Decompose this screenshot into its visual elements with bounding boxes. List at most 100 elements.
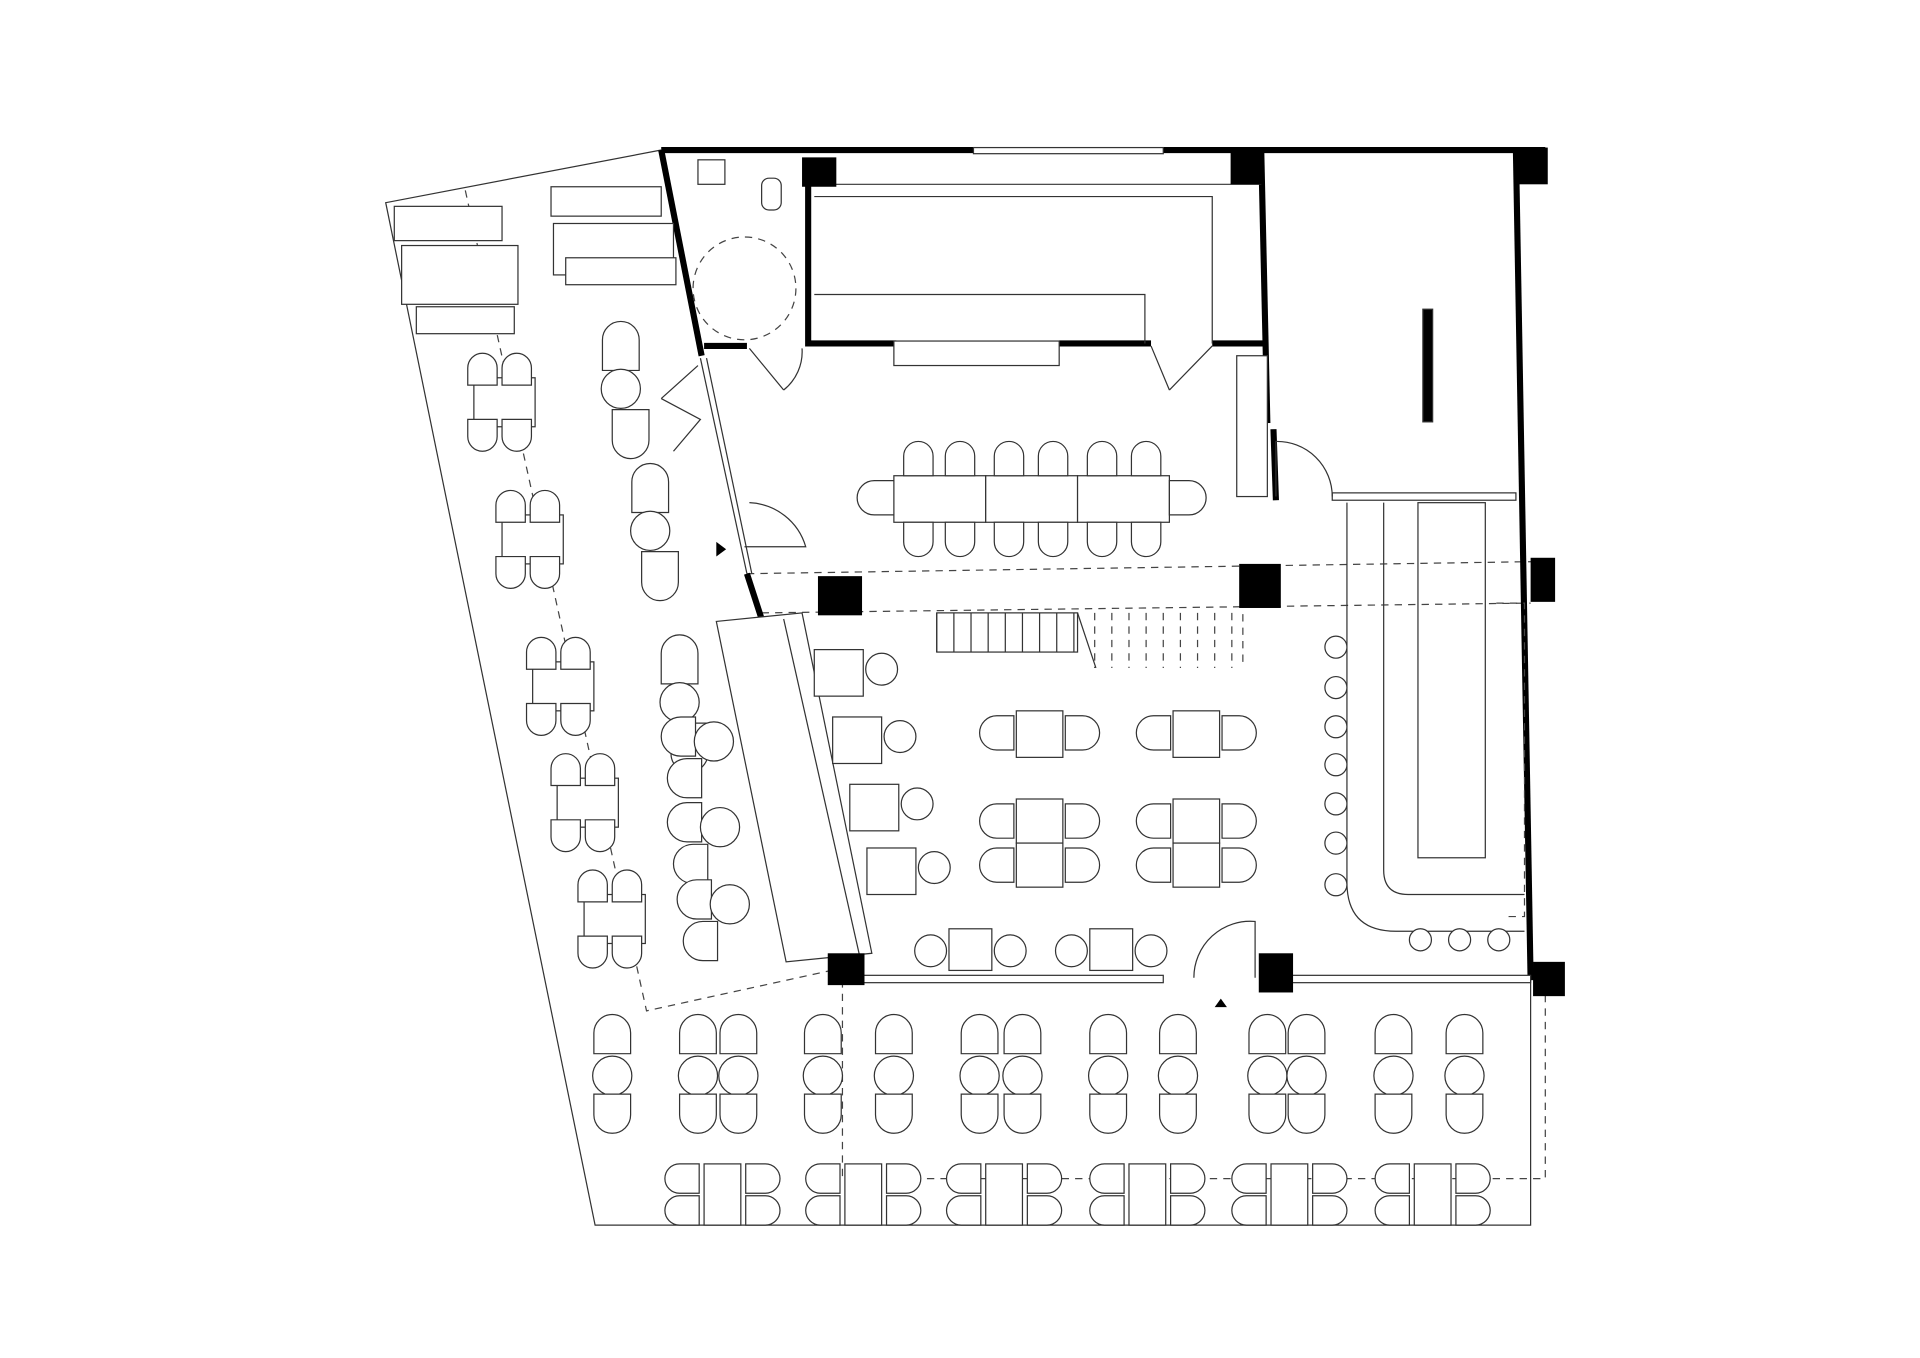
exterior-wall xyxy=(744,572,765,620)
chair xyxy=(978,803,1015,839)
chair xyxy=(1248,1013,1287,1055)
table xyxy=(1015,798,1064,844)
bar-stool xyxy=(1447,928,1472,952)
table xyxy=(1076,475,1171,523)
bar-stool xyxy=(1324,753,1348,777)
door-swing xyxy=(1193,920,1256,978)
sunbed xyxy=(415,306,515,335)
stool xyxy=(873,1055,915,1096)
chair xyxy=(1221,803,1257,839)
stool xyxy=(1157,1055,1199,1096)
glazing xyxy=(699,358,748,574)
chair xyxy=(903,440,934,477)
glazing xyxy=(1291,974,1532,984)
staircase xyxy=(936,612,1233,669)
chair xyxy=(1287,1013,1326,1055)
glazing xyxy=(705,358,753,574)
structural-column xyxy=(1230,152,1262,185)
chair xyxy=(1135,715,1172,751)
stool xyxy=(693,721,735,762)
chair xyxy=(1135,803,1172,839)
table xyxy=(985,1163,1024,1226)
chair xyxy=(1455,1163,1491,1194)
chair xyxy=(467,352,498,386)
chair xyxy=(1130,521,1162,558)
booth-seat xyxy=(849,783,900,832)
terrace-boundary xyxy=(384,149,1532,1226)
chair xyxy=(593,1013,632,1055)
chair xyxy=(1374,1163,1410,1194)
stool xyxy=(914,934,948,968)
booth-seat xyxy=(866,847,917,896)
bar-back xyxy=(1496,602,1526,918)
stool xyxy=(1373,1055,1414,1096)
bar-stool xyxy=(1324,831,1348,855)
chair xyxy=(1312,1163,1348,1194)
door-swing xyxy=(1275,440,1333,497)
chair xyxy=(678,1093,717,1134)
stool xyxy=(802,1055,844,1096)
chair xyxy=(467,418,498,452)
doors xyxy=(660,345,1333,978)
table xyxy=(1270,1163,1309,1226)
bar-stool xyxy=(1324,873,1348,897)
table xyxy=(703,1163,742,1226)
booth-seat xyxy=(832,716,883,765)
chair xyxy=(1170,1195,1206,1226)
table xyxy=(948,928,993,972)
chair xyxy=(584,819,616,853)
structural-column xyxy=(1239,563,1281,608)
stool xyxy=(718,1055,759,1096)
chair xyxy=(874,1013,913,1055)
chair xyxy=(1086,440,1118,477)
chair xyxy=(1221,715,1257,751)
table xyxy=(985,475,1079,523)
chair xyxy=(1026,1163,1063,1194)
stool xyxy=(659,682,700,723)
stool xyxy=(600,368,642,409)
entrance-arrow-icon xyxy=(1214,998,1227,1008)
chair xyxy=(593,1093,632,1134)
chair xyxy=(666,802,703,843)
chair xyxy=(1037,440,1069,477)
chair xyxy=(560,702,591,736)
chair xyxy=(978,847,1015,883)
pass-counter xyxy=(893,340,1060,367)
sunbed xyxy=(550,186,662,217)
beam-line xyxy=(746,560,1546,575)
structural-column xyxy=(1530,557,1556,602)
chair xyxy=(676,879,713,920)
table xyxy=(1413,1163,1452,1226)
bench-backrest xyxy=(783,618,861,956)
chair xyxy=(1455,1195,1491,1226)
stool xyxy=(1286,1055,1327,1096)
chair xyxy=(903,521,934,558)
sunbed xyxy=(393,205,503,242)
chair xyxy=(993,440,1025,477)
chair xyxy=(501,352,533,386)
stool xyxy=(883,720,917,754)
booth-seat xyxy=(813,649,864,697)
chair xyxy=(803,1013,842,1055)
table xyxy=(1172,710,1221,758)
chair xyxy=(803,1093,842,1134)
chair xyxy=(856,480,895,516)
columns xyxy=(802,147,1565,997)
chair xyxy=(611,869,643,903)
bar-stool xyxy=(1324,635,1348,659)
bar-counter xyxy=(1346,502,1525,932)
chair xyxy=(960,1013,999,1055)
chair xyxy=(944,440,976,477)
stool xyxy=(592,1055,633,1096)
structural-column xyxy=(827,953,865,986)
chair xyxy=(611,409,650,460)
chair xyxy=(1064,803,1101,839)
chair xyxy=(1089,1093,1128,1134)
chair xyxy=(805,1163,841,1194)
structural-column xyxy=(1533,961,1565,997)
stool xyxy=(709,884,750,925)
chair xyxy=(1089,1195,1125,1226)
chair xyxy=(660,716,697,757)
chair xyxy=(577,869,608,903)
chair xyxy=(1003,1013,1042,1055)
